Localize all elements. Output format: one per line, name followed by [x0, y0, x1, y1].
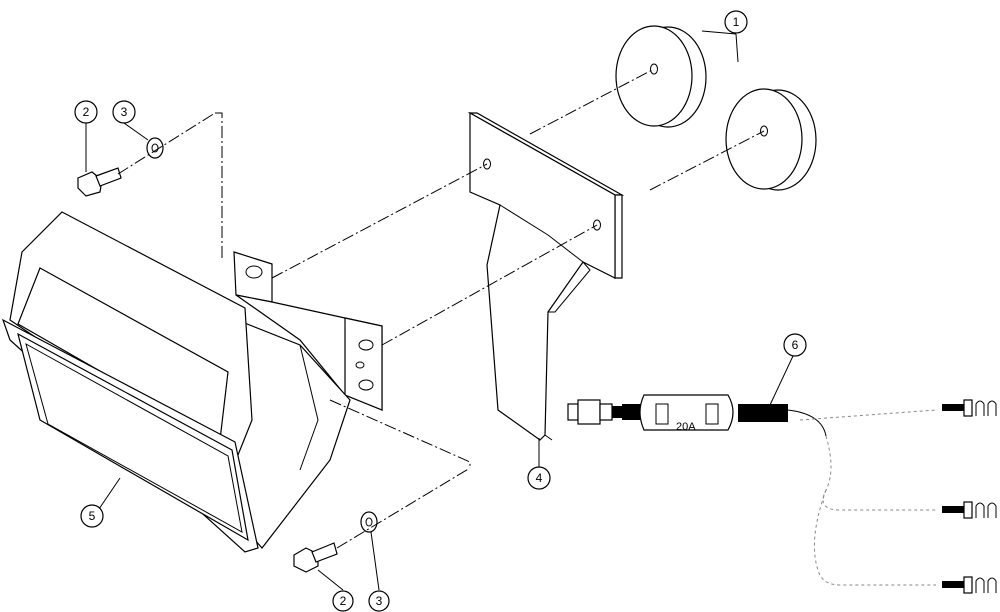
fuse-rating-label: 20A	[676, 421, 696, 433]
work-lamp	[1, 211, 351, 553]
bolt-upper	[77, 167, 122, 197]
washer-lower	[360, 511, 378, 533]
svg-text:2: 2	[83, 105, 90, 119]
svg-text:2: 2	[340, 594, 347, 608]
round-pad-lower	[725, 88, 817, 191]
callout-leaders	[85, 30, 794, 591]
svg-text:3: 3	[376, 594, 383, 608]
lamp-mounting-bracket	[233, 251, 383, 411]
svg-text:3: 3	[121, 105, 128, 119]
callout-6: 6	[783, 333, 807, 357]
harness-connector-1	[942, 399, 997, 417]
svg-text:1: 1	[733, 15, 740, 29]
harness-connector-3	[942, 576, 997, 594]
svg-text:6: 6	[792, 338, 799, 352]
washer-upper	[146, 137, 164, 159]
assembly-centerlines	[117, 68, 765, 549]
callout-1: 1	[724, 10, 748, 34]
callout-5: 5	[80, 504, 104, 528]
svg-text:4: 4	[536, 471, 543, 485]
callout-2-upper: 2	[74, 100, 98, 124]
bolt-lower	[293, 542, 338, 573]
callout-2-lower: 2	[332, 590, 354, 612]
callout-4: 4	[527, 466, 551, 490]
callout-3-lower: 3	[368, 590, 390, 612]
mounting-bracket-plate	[467, 111, 625, 441]
round-pad-upper	[615, 25, 707, 128]
callout-3-upper: 3	[112, 100, 136, 124]
svg-text:5: 5	[89, 509, 96, 523]
harness-connector-2	[942, 501, 997, 519]
wiring-harness	[567, 394, 937, 586]
